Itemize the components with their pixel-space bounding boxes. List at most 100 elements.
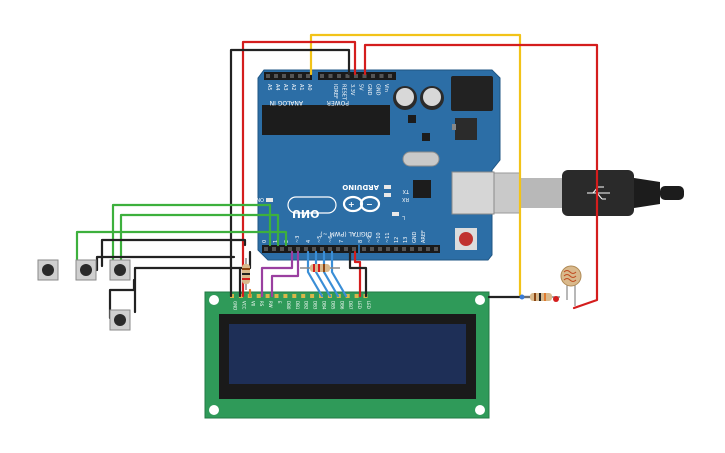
lcd-pin[interactable]: [274, 294, 279, 298]
lcd-pin[interactable]: [354, 294, 359, 298]
power-pin-label: RESET: [341, 84, 347, 101]
red-wire-top-left: [241, 40, 357, 298]
lcd-pin[interactable]: [301, 294, 306, 298]
digital-pin-label: ~11: [385, 232, 391, 243]
black-wire-btn-4: [108, 278, 136, 320]
digital-pin-label: ~3: [295, 236, 301, 243]
on-led-label: ON: [256, 196, 264, 202]
yellow-wire-a0: [309, 33, 522, 297]
lcd-pin-label: DB7: [348, 301, 353, 310]
analog-pin-label: A1: [298, 84, 304, 91]
black-wire-btn-3: [95, 255, 236, 272]
lcd-pin-label: DB2: [304, 301, 309, 310]
lcd-pin[interactable]: [265, 294, 270, 298]
power-pin-label: GND: [375, 84, 381, 96]
digital-pin-label: AREF: [421, 230, 427, 243]
usb-cable: [449, 170, 684, 216]
svg-text:−: −: [366, 200, 373, 209]
purple-wire-rs: [260, 250, 294, 298]
analog-pin-label: A5: [266, 84, 272, 91]
lcd-pin-label: DB6: [339, 301, 344, 310]
green-wire-3: [75, 230, 288, 268]
black-wire-gnd: [229, 48, 351, 298]
lcd-screen: [229, 324, 466, 384]
digital-pin-label: 8: [358, 240, 364, 243]
lcd-pin-label: LED: [357, 301, 362, 309]
lcd-pin[interactable]: [256, 294, 261, 298]
digital-label: DIGITAL (PWM ~): [320, 230, 372, 237]
analog-pin-label: A2: [290, 84, 296, 91]
push-button-2[interactable]: [75, 259, 97, 281]
atmega-chip: [262, 105, 390, 135]
svg-text:+: +: [348, 200, 355, 209]
lcd-pin-label: RW: [268, 301, 273, 308]
red-wire-lcd-vcc: [353, 250, 362, 298]
lcd-pin[interactable]: [292, 294, 297, 298]
lcd-pin[interactable]: [283, 294, 288, 298]
lcd-pin-label: V0: [250, 301, 255, 307]
resistor-lcd-backlight: [300, 264, 340, 272]
lcd-pin[interactable]: [310, 294, 315, 298]
digital-pin-label: 12: [394, 237, 400, 243]
power-pin-label: IOREF: [332, 84, 338, 99]
digital-pin-label: 1: [273, 240, 279, 243]
blue-wire-d7: [330, 250, 348, 298]
analog-pin-label: A0: [306, 84, 312, 91]
resistor-contrast: [242, 258, 250, 290]
analog-in-label: ANALOG IN: [270, 99, 303, 106]
analog-header-top: [264, 72, 312, 80]
lcd-pin-label: LED: [366, 301, 371, 309]
lcd-pin-label: DB4: [322, 301, 327, 310]
usb-port: [451, 171, 495, 215]
push-button-3[interactable]: [109, 259, 131, 281]
digital-pin-label: GND: [412, 231, 418, 243]
digital-pin-label: 4: [306, 240, 312, 243]
lcd-pin-label: DB1: [295, 301, 300, 310]
digital-pin-label: ~9: [367, 236, 373, 243]
uno-logo-text: UNO: [292, 207, 320, 220]
power-pin-label: GND: [366, 84, 372, 96]
lcd-pin-label: VCC: [241, 301, 246, 310]
photoresistor: [560, 265, 582, 306]
voltage-regulator: [455, 118, 477, 140]
digital-header-left: [262, 245, 358, 253]
lcd-pin-label: DB3: [313, 301, 318, 310]
digital-pin-label: ~6: [328, 236, 334, 243]
arduino-brand: ARDUINO: [342, 183, 379, 191]
red-wire-5v: [363, 43, 599, 310]
push-button-4[interactable]: [109, 309, 131, 331]
lcd-pin-label: RS: [259, 301, 264, 307]
green-wire-1: [111, 203, 272, 268]
lcd-pin-label: DB5: [330, 301, 335, 310]
rx-label: RX: [402, 196, 409, 202]
arduino-logo-icon: [342, 195, 381, 213]
l-led-label: L: [402, 214, 405, 220]
black-wire-btn-1: [100, 238, 247, 268]
digital-pin-label: ~10: [376, 232, 382, 243]
lcd-pin-label: DB0: [286, 301, 291, 310]
digital-pin-label: 7: [339, 240, 345, 243]
tx-label: TX: [402, 188, 410, 194]
digital-header-right: [360, 245, 440, 253]
lcd-pin-label: GND: [233, 301, 238, 310]
lcd-pin[interactable]: [345, 294, 350, 298]
resistor-ldr: [519, 293, 560, 302]
digital-pin-label: ~5: [317, 236, 323, 243]
analog-pin-label: A3: [282, 84, 288, 91]
dc-power-jack: [451, 76, 493, 111]
power-pin-label: 5V: [358, 84, 364, 91]
power-pin-label: 3.3V: [349, 84, 355, 96]
lcd-pin-label: E: [277, 301, 282, 304]
power-pin-label: Vin: [383, 84, 389, 92]
analog-pin-label: A4: [274, 84, 280, 91]
digital-pin-label: 0: [262, 240, 268, 243]
blue-wire-d4: [306, 250, 324, 298]
push-button-1[interactable]: [37, 259, 59, 281]
crystal: [402, 151, 440, 167]
digital-pin-label: 13: [403, 237, 409, 243]
purple-wire-e: [270, 250, 300, 298]
power-label: POWER: [327, 99, 349, 106]
